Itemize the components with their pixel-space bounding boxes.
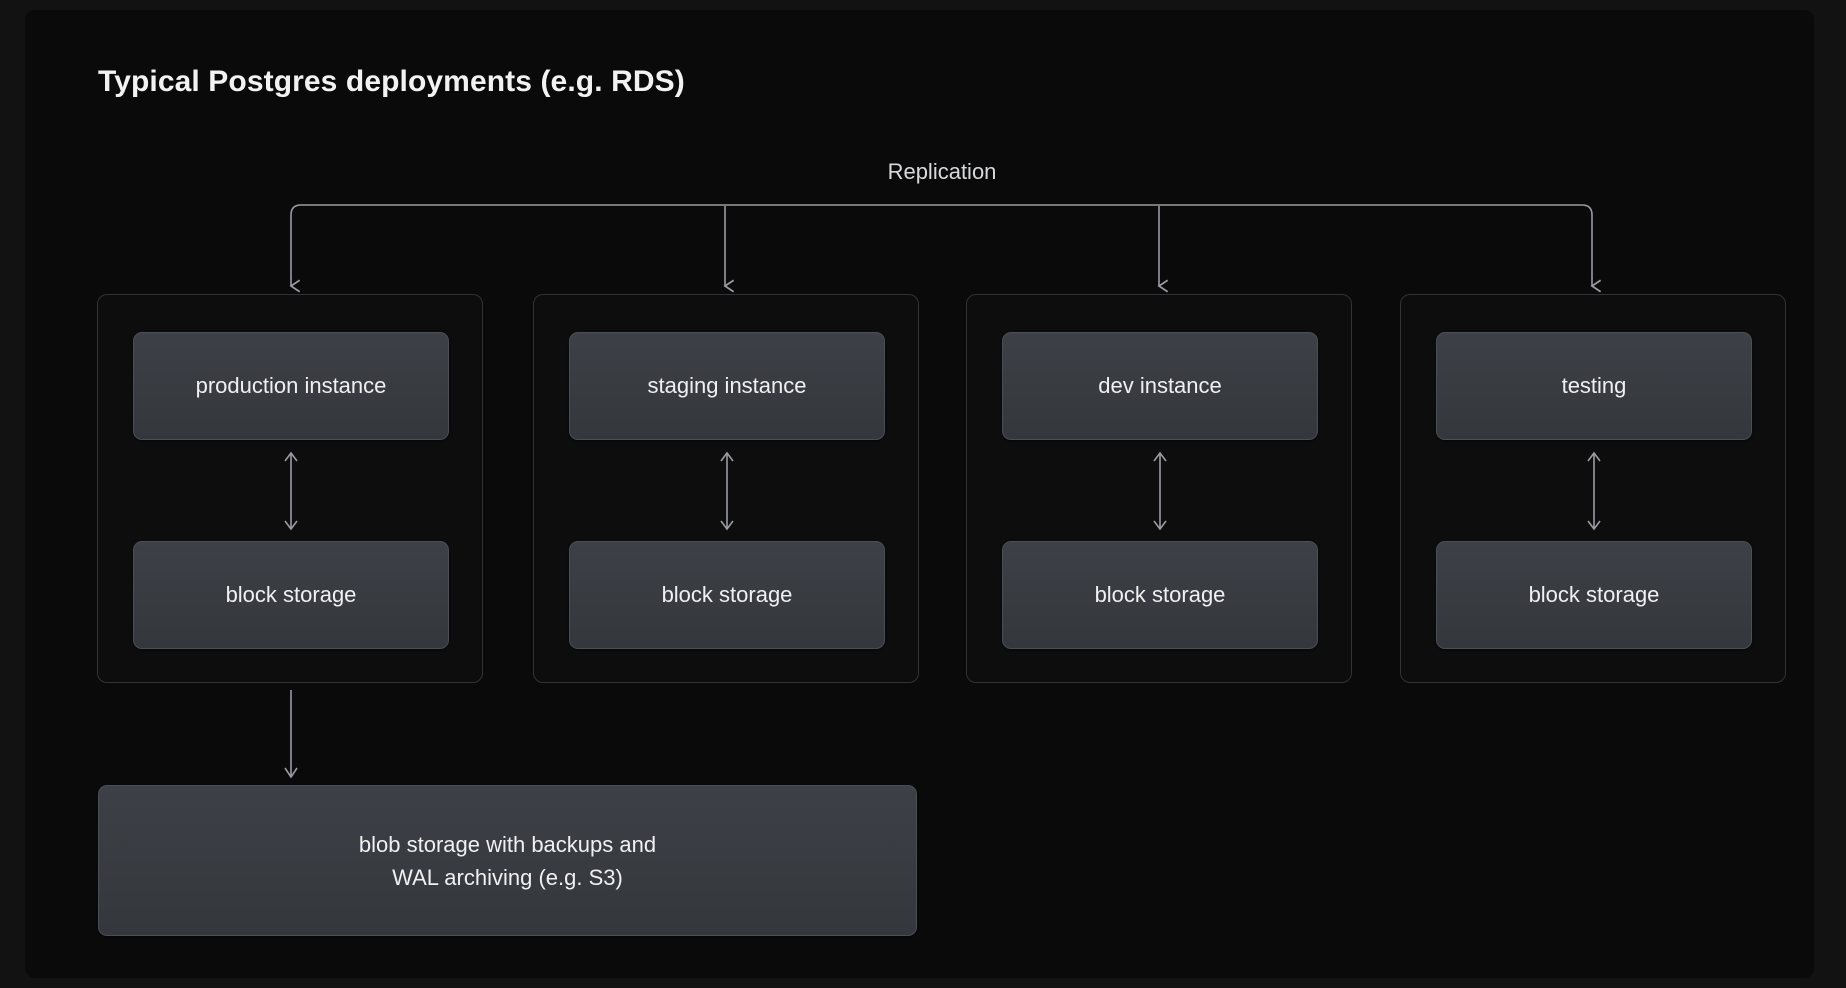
storage-node-testing[interactable]: block storage [1436, 541, 1752, 649]
arrow-up-down-icon [284, 451, 298, 531]
replication-label-text: Replication [887, 159, 997, 184]
blob-storage-node[interactable]: blob storage with backups and WAL archiv… [98, 785, 917, 936]
arrow-down-icon [284, 690, 298, 779]
env-group-staging[interactable]: staging instance block storage [533, 294, 919, 683]
instance-node-testing[interactable]: testing [1436, 332, 1752, 440]
instance-node-production[interactable]: production instance [133, 332, 449, 440]
replication-label: Replication [25, 159, 1814, 185]
storage-node-production[interactable]: block storage [133, 541, 449, 649]
env-group-testing[interactable]: testing block storage [1400, 294, 1786, 683]
blob-storage-line-2: WAL archiving (e.g. S3) [392, 864, 623, 890]
blob-storage-line-1: blob storage with backups and [358, 831, 657, 857]
arrow-up-down-icon [720, 451, 734, 531]
instance-node-dev[interactable]: dev instance [1002, 332, 1318, 440]
page-title: Typical Postgres deployments (e.g. RDS) [98, 65, 685, 98]
instance-node-staging[interactable]: staging instance [569, 332, 885, 440]
storage-node-dev[interactable]: block storage [1002, 541, 1318, 649]
env-group-production[interactable]: production instance block storage [97, 294, 483, 683]
arrow-up-down-icon [1153, 451, 1167, 531]
content-panel: Typical Postgres deployments (e.g. RDS) … [25, 10, 1814, 978]
arrow-up-down-icon [1587, 451, 1601, 531]
env-group-dev[interactable]: dev instance block storage [966, 294, 1352, 683]
storage-node-staging[interactable]: block storage [569, 541, 885, 649]
